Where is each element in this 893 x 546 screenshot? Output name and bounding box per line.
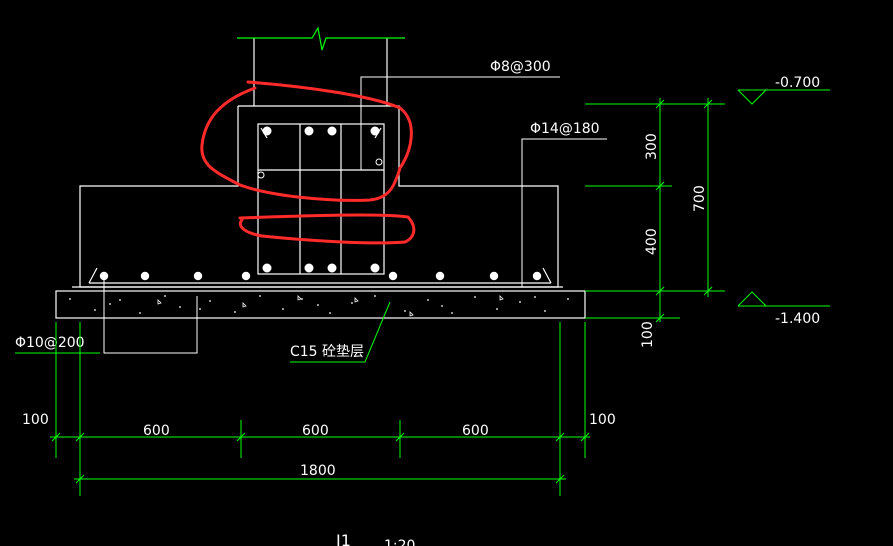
elevation-top: -0.700	[775, 75, 820, 91]
red-markup-annotations	[200, 80, 416, 245]
top-bar-label: Φ14@180	[530, 121, 600, 137]
dim-100-right: 100	[640, 321, 656, 348]
bottom-bar-label: Φ10@200	[15, 335, 85, 351]
elevation-bottom: -1.400	[775, 311, 820, 327]
dim-1800: 1800	[300, 463, 336, 479]
dim-600-c: 600	[462, 423, 489, 439]
bottom-rebar-row	[88, 267, 552, 284]
dim-700: 700	[692, 185, 708, 212]
column-rebars	[257, 126, 383, 273]
stirrup-label: Φ8@300	[490, 59, 551, 75]
dim-100-bottom-right: 100	[589, 412, 616, 428]
column-stub	[237, 26, 405, 106]
drawing-scale: 1:20	[384, 538, 415, 546]
drawing-title: J1	[335, 531, 351, 546]
dim-600-a: 600	[143, 423, 170, 439]
footing-outline	[72, 105, 563, 288]
vertical-dimensions	[585, 98, 725, 323]
dim-300: 300	[644, 133, 660, 160]
elevation-markers	[737, 89, 830, 307]
cushion-label: C15 砼垫层	[290, 344, 364, 360]
horizontal-dimensions	[50, 322, 590, 496]
cushion-layer	[55, 290, 586, 319]
dim-400: 400	[644, 228, 660, 255]
dim-600-b: 600	[302, 423, 329, 439]
leader-lines	[103, 76, 607, 354]
bottom-rebar-dots	[99, 271, 542, 281]
dim-100-left: 100	[22, 412, 49, 428]
